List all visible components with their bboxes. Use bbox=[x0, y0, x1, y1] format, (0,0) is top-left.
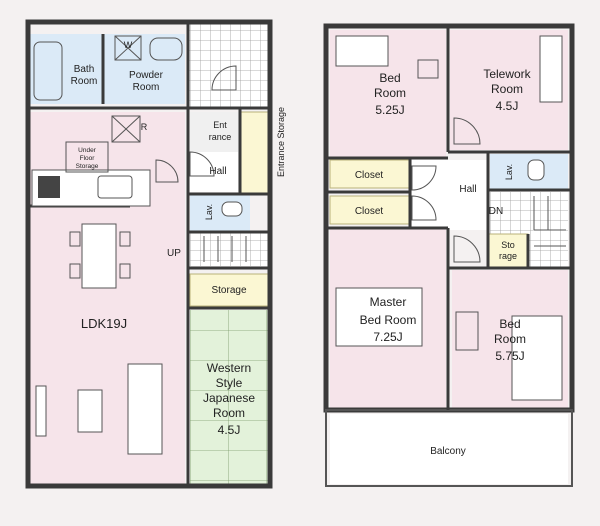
desk-1 bbox=[417, 59, 439, 79]
lav-label-1f: Lav. bbox=[204, 204, 214, 220]
balcony-area bbox=[330, 414, 568, 484]
powder-room-area bbox=[103, 34, 185, 104]
closet-2-label: Closet bbox=[355, 206, 384, 217]
door-swing bbox=[411, 195, 437, 221]
fridge-cross bbox=[111, 115, 141, 143]
hall-label-1f: Hall bbox=[209, 166, 226, 177]
toilet-1f bbox=[221, 201, 243, 217]
japanese-room-area bbox=[190, 310, 268, 484]
door-swing bbox=[155, 159, 179, 183]
chair bbox=[119, 263, 131, 279]
bed-1 bbox=[335, 35, 389, 67]
door-swing bbox=[411, 165, 437, 191]
closet-1-area bbox=[329, 159, 411, 189]
up-label: UP bbox=[167, 248, 181, 259]
door-swing bbox=[211, 65, 237, 91]
sink bbox=[97, 175, 133, 199]
dn-label: DN bbox=[489, 206, 503, 217]
entrance-storage-label: Entrance Storage bbox=[276, 107, 286, 177]
bath-room-area bbox=[30, 34, 103, 104]
bed-2 bbox=[511, 315, 563, 401]
chair bbox=[119, 231, 131, 247]
washbasin bbox=[149, 37, 183, 61]
door-swing bbox=[189, 151, 215, 177]
telework-desk bbox=[539, 35, 563, 103]
refrigerator bbox=[111, 115, 141, 143]
bathtub bbox=[33, 41, 63, 101]
under-floor-box bbox=[65, 141, 109, 173]
master-bed bbox=[335, 287, 423, 347]
door-swing bbox=[453, 117, 481, 145]
closet-2-area bbox=[329, 195, 411, 225]
entrance-storage-area bbox=[239, 111, 269, 195]
closet-1-label: Closet bbox=[355, 170, 384, 181]
chair bbox=[69, 231, 81, 247]
washer-box bbox=[114, 35, 142, 61]
stair-area-1f bbox=[190, 232, 270, 266]
lav-label-2f: Lav. bbox=[504, 164, 514, 180]
hall-area-2f bbox=[412, 160, 488, 230]
washer-mark-label: W bbox=[124, 40, 133, 50]
stove bbox=[38, 176, 60, 198]
coffee-table bbox=[77, 389, 103, 433]
storage-label-1f: Storage bbox=[211, 285, 246, 296]
entrance-tile-area bbox=[188, 24, 268, 108]
floor1-outer-wall bbox=[25, 19, 273, 489]
dining-table bbox=[81, 223, 117, 289]
entrance-area bbox=[190, 112, 240, 152]
door-swing bbox=[453, 235, 481, 263]
ldk-label: LDK19J bbox=[81, 316, 127, 331]
tv-stand bbox=[35, 385, 47, 437]
sofa bbox=[127, 363, 163, 455]
toilet-2f bbox=[527, 159, 545, 181]
hall-label-2f: Hall bbox=[459, 184, 476, 195]
fridge-mark-label: R bbox=[141, 122, 148, 132]
washer-cross bbox=[114, 35, 142, 61]
desk-2 bbox=[455, 311, 479, 351]
chair bbox=[69, 263, 81, 279]
balcony-label: Balcony bbox=[430, 446, 466, 457]
